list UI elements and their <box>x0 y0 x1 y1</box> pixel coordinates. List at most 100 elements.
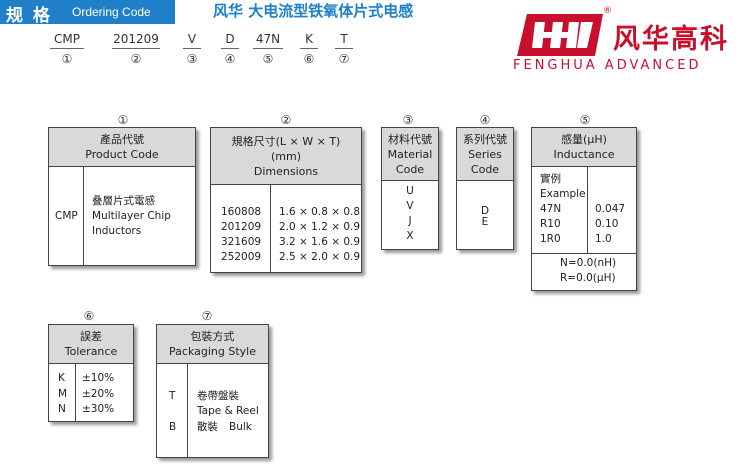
banner-title: 风华 大电流型铁氧体片式电感 <box>213 2 414 20</box>
inductance-note: N=0.0(nH) <box>560 257 617 269</box>
dimension-code: 321609 <box>221 236 262 248</box>
packaging-header: 包裝方式 Packaging Style <box>157 325 268 364</box>
header-en: Series <box>468 147 502 161</box>
tolerance-box: 誤差 Tolerance K ±10% M ±20% N ±30% <box>48 324 134 422</box>
code-inductance: 47N <box>255 32 281 46</box>
code-number: ③ <box>186 52 198 66</box>
packaging-en: Tape & Reel <box>197 405 259 417</box>
tolerance-code: K <box>58 372 65 384</box>
packaging-code: B <box>169 421 177 433</box>
code-product: CMP <box>54 32 80 46</box>
product-desc-cn: 叠層片式電感 <box>92 195 155 207</box>
dimension-size: 1.6 × 0.8 × 0.8 <box>279 206 361 218</box>
header-cn: 誤差 <box>80 330 102 343</box>
series-value: D <box>480 205 490 217</box>
inductance-note: R=0.0(μH) <box>560 272 616 284</box>
inductance-value: 1.0 <box>595 233 612 245</box>
header-en: Packaging Style <box>169 345 256 358</box>
tolerance-value: ±30% <box>82 403 115 415</box>
code-underline <box>253 48 283 49</box>
dimension-code: 160808 <box>221 206 262 218</box>
code-dimension: 201209 <box>113 32 159 46</box>
inductance-value: 0.047 <box>595 203 626 215</box>
tolerance-code: M <box>58 388 68 400</box>
box-number: ④ <box>479 113 491 127</box>
product-code-box: 產品代號 Product Code CMP 叠層片式電感 Multilayer … <box>48 127 196 266</box>
header-en: Dimensions <box>253 164 319 178</box>
box-number: ⑤ <box>579 113 591 127</box>
column-divider <box>75 364 76 421</box>
inductance-box: 感量(μH) Inductance 實例 Example 47N 0.047 R… <box>531 127 637 291</box>
material-code-header: 材料代號 Material Code <box>382 128 438 181</box>
packaging-code: T <box>169 390 176 402</box>
column-divider <box>83 167 84 265</box>
registered-mark: ® <box>603 6 612 16</box>
header-en: Product Code <box>85 148 159 161</box>
material-value: U <box>406 185 414 197</box>
dimensions-header: 規格尺寸(L × W × T) (mm) Dimensions <box>211 128 361 185</box>
column-divider <box>587 167 588 253</box>
code-number: ② <box>130 52 142 66</box>
header-cn: 包裝方式 <box>190 330 235 343</box>
column-divider <box>270 185 271 272</box>
code-tolerance: K <box>305 32 313 46</box>
dimension-size: 2.0 × 1.2 × 0.9 <box>279 221 361 233</box>
header-en: Code <box>470 162 500 176</box>
tolerance-header: 誤差 Tolerance <box>49 325 133 364</box>
header-title: 规 格 <box>6 6 52 26</box>
product-code-value: CMP <box>55 210 78 222</box>
code-underline <box>183 48 201 49</box>
packaging-box: 包裝方式 Packaging Style T 卷帶盤裝 Tape & Reel … <box>156 324 269 458</box>
packaging-cn: 卷帶盤裝 <box>197 390 239 402</box>
box-number: ⑥ <box>83 309 95 323</box>
tolerance-value: ±20% <box>82 388 115 400</box>
header-subtitle: Ordering Code <box>72 5 151 19</box>
code-underline <box>221 48 239 49</box>
row-divider <box>532 253 636 254</box>
header-en: Inductance <box>553 148 615 161</box>
header-unit: (mm) <box>270 149 301 163</box>
logo-english-name: FENGHUA ADVANCED <box>513 58 702 73</box>
inductance-header: 感量(μH) Inductance <box>532 128 636 167</box>
dimensions-box: 規格尺寸(L × W × T) (mm) Dimensions 160808 1… <box>210 127 362 273</box>
code-number: ① <box>61 52 73 66</box>
code-underline <box>112 48 160 49</box>
dimension-code: 201209 <box>221 221 262 233</box>
example-label-en: Example <box>540 188 586 200</box>
material-value: V <box>406 200 414 212</box>
code-number: ⑤ <box>262 52 274 66</box>
header-en: Tolerance <box>64 345 118 358</box>
header-cn: 規格尺寸(L × W × T) <box>231 134 341 148</box>
box-number: ① <box>117 113 129 127</box>
tolerance-code: N <box>58 403 66 415</box>
column-divider <box>187 364 188 457</box>
logo-chinese-name: 风华高科 <box>613 24 729 55</box>
series-code-header: 系列代號 Series Code <box>457 128 513 181</box>
example-label-cn: 實例 <box>540 173 561 185</box>
code-packaging: T <box>340 32 348 46</box>
material-value: X <box>406 230 414 242</box>
box-number: ② <box>280 113 292 127</box>
code-number: ⑥ <box>303 52 315 66</box>
inductance-code: 1R0 <box>540 233 561 245</box>
header-bar <box>0 0 175 24</box>
material-value: J <box>408 215 412 227</box>
product-desc-en: Inductors <box>92 225 142 237</box>
header-en: Material <box>387 147 433 161</box>
header-cn: 材料代號 <box>388 132 432 146</box>
material-code-box: 材料代號 Material Code U V J X <box>381 127 439 250</box>
header-cn: 感量(μH) <box>561 133 607 146</box>
code-series: D <box>225 32 235 46</box>
code-underline <box>335 48 353 49</box>
header-cn: 產品代號 <box>100 133 144 146</box>
header-cn: 系列代號 <box>463 132 507 146</box>
code-underline <box>50 48 84 49</box>
box-number: ⑦ <box>201 309 213 323</box>
dimension-size: 2.5 × 2.0 × 0.9 <box>279 251 361 263</box>
code-number: ⑦ <box>338 52 350 66</box>
header-en: Code <box>395 162 425 176</box>
dimension-code: 252009 <box>221 251 262 263</box>
series-code-box: 系列代號 Series Code D E <box>456 127 514 250</box>
packaging-en: Bulk <box>229 421 252 433</box>
inductance-code: R10 <box>540 218 561 230</box>
